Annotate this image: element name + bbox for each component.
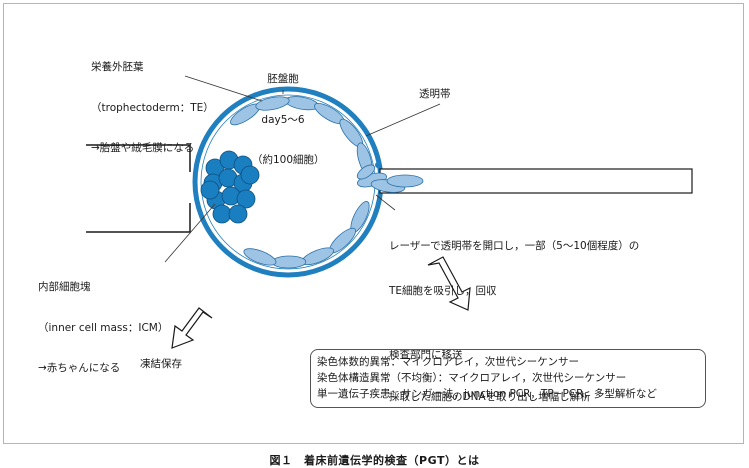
label-trophectoderm: 栄養外胚葉 （trophectoderm：TE） →胎盤や絨毛膜になる [91,34,214,169]
label-icm: 内部細胞塊 （inner cell mass：ICM） →赤ちゃんになる [38,254,168,389]
label-icm-line3: →赤ちゃんになる [38,362,121,374]
holding-pipette-lower [86,203,191,233]
label-lab-line2: 採取した細胞のDNAを取り出し増幅し解析 [389,391,591,403]
icm-cell [212,204,232,224]
label-laser-line1: レーザーで透明帯を開口し，一部（5～10個程度）の [389,240,640,252]
icm-cell [236,189,256,209]
test-single-gene: 単一遺伝子疾患：サンガー法，junction PCR，TP−PCR，多型解析など [317,388,657,400]
label-te-line1: 栄養外胚葉 [91,61,144,73]
label-lab: 検査部門に移送 採取した細胞のDNAを取り出し増幅し解析 [389,320,591,418]
leader-laser [375,194,396,211]
label-lab-line1: 検査部門に移送 [389,349,463,361]
biopsy-pipette [379,168,693,194]
label-laser-line2: TE細胞を吸引し，回収 [389,285,497,297]
te-cell [243,248,277,266]
test-numerical: 染色体数的異常：マイクロアレイ，次世代シーケンサー [317,356,579,368]
test-methods-box: 染色体数的異常：マイクロアレイ，次世代シーケンサー 染色体構造異常（不均衡）：マ… [310,349,706,408]
label-icm-line2: （inner cell mass：ICM） [38,321,169,334]
trophectoderm-cells [230,96,373,269]
label-laser: レーザーで透明帯を開口し，一部（5～10個程度）の TE細胞を吸引し，回収 [389,209,639,314]
label-blastocyst-line3: （約100細胞） [252,154,325,166]
label-blastocyst-line1: 胚盤胞 [267,73,299,85]
icm-cell [200,180,220,200]
icm-cell [240,165,260,185]
label-te-line2: （trophectoderm：TE） [91,101,214,114]
arrow-to-freeze [171,307,213,349]
label-blastocyst-line2: day5～6 [261,113,305,126]
leader-te [184,75,263,102]
arrow-to-lab [427,256,471,311]
label-zona: 透明帯 [419,88,451,100]
figure-caption: 図１ 着床前遺伝学的検査（PGT）とは [269,454,480,467]
holding-pipette [86,144,191,172]
label-icm-line1: 内部細胞塊 [38,281,91,293]
label-te-line3: →胎盤や絨毛膜になる [91,142,195,154]
aspirated-te-cells [356,164,424,193]
te-cell [271,255,307,269]
figure-frame [3,3,744,444]
inner-cell-mass [200,150,260,224]
leader-zona [365,103,441,137]
label-freeze: 凍結保存 [140,358,182,370]
icm-cell [228,204,248,224]
label-blastocyst: 胚盤胞 day5～6 （約100細胞） [252,46,325,181]
leader-icm [164,203,216,263]
laser-point [375,162,381,168]
test-structural: 染色体構造異常（不均衡）：マイクロアレイ，次世代シーケンサー [317,372,627,384]
te-cell [255,96,290,111]
